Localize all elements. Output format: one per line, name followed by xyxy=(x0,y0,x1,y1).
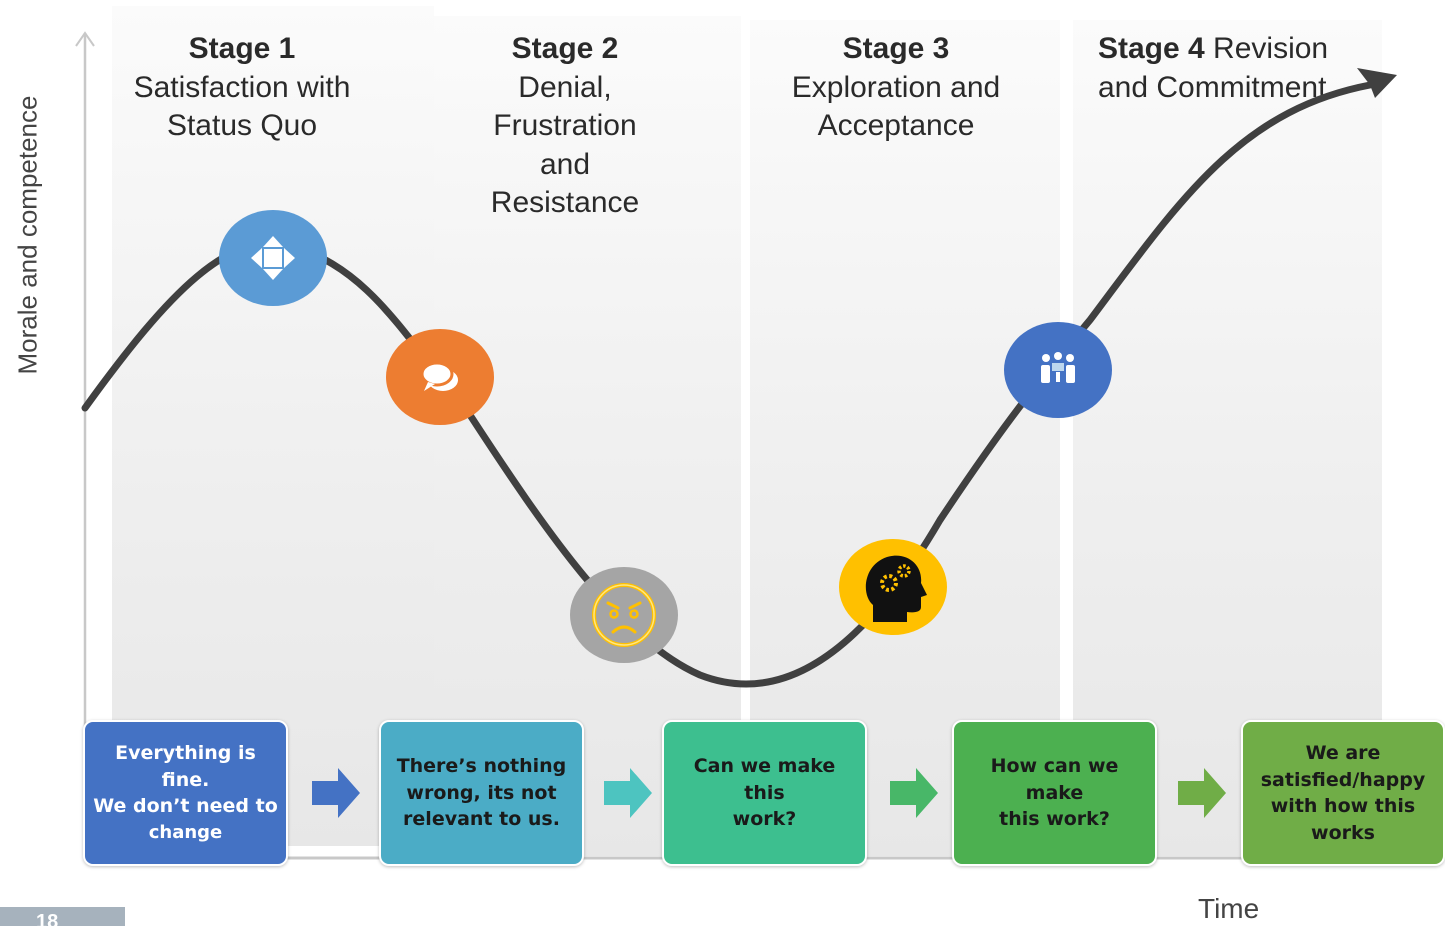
head-gears-icon xyxy=(839,539,947,635)
flow-arrow-3 xyxy=(890,768,938,818)
page-number: 18 xyxy=(36,911,59,933)
angry-face-icon xyxy=(570,567,678,663)
stage-3-title: Stage 3 Exploration and Acceptance xyxy=(791,32,1001,142)
x-axis-label: Time xyxy=(1198,893,1260,924)
page-number-tab xyxy=(0,907,125,926)
stage-2-title: Stage 2 Denial, Frustration and Resistan… xyxy=(490,32,640,219)
flow-arrow-4 xyxy=(1178,768,1226,818)
flow-arrow-2 xyxy=(604,768,652,818)
stage-1-title: Stage 1 Satisfaction with Status Quo xyxy=(133,32,351,142)
stage-1-panel xyxy=(112,6,434,846)
stage-3-panel xyxy=(750,20,1060,856)
flow-arrow-1 xyxy=(312,768,360,818)
y-axis-arrowhead xyxy=(75,31,95,47)
stage-4-title: Stage 4 Revision and Commitment xyxy=(1098,32,1329,104)
team-meeting-icon xyxy=(1004,322,1112,418)
chat-bubbles-icon xyxy=(386,329,494,425)
morale-curve xyxy=(81,81,1374,688)
move-arrows-icon xyxy=(219,210,327,306)
curve-arrowhead xyxy=(1357,68,1397,98)
